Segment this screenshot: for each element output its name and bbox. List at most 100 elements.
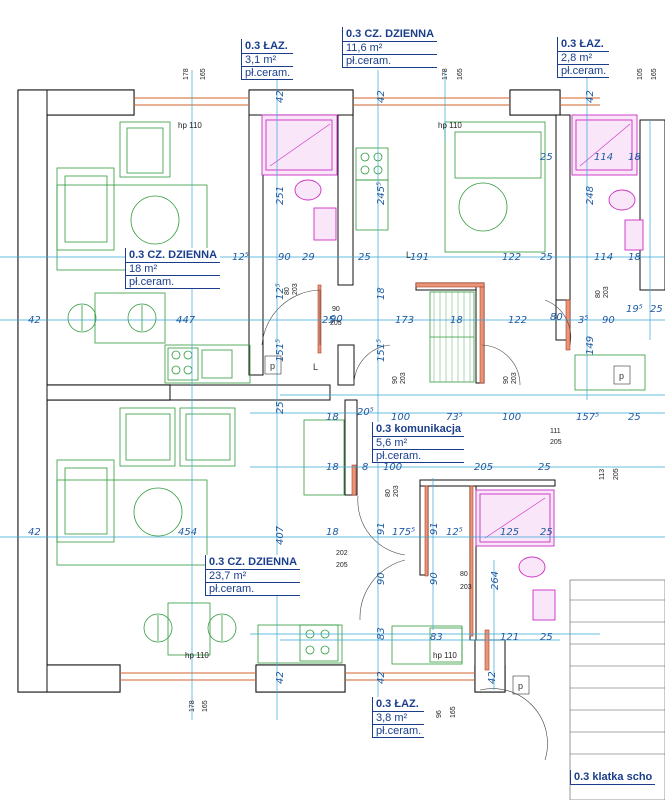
door-dim-205-b: 205 bbox=[550, 439, 562, 446]
room-area: 11,6 m² bbox=[343, 42, 438, 55]
dim-12-b: 12⁵ bbox=[446, 527, 463, 538]
dim-83-a: 83 bbox=[376, 627, 387, 640]
win-205: 205 bbox=[613, 468, 620, 480]
dim-42-top-a: 42 bbox=[275, 90, 286, 103]
dim-8: 8 bbox=[362, 462, 368, 473]
dim-83-b: 83 bbox=[430, 632, 443, 643]
dim-122-a: 122 bbox=[502, 252, 521, 263]
win-96: 96 bbox=[436, 710, 443, 718]
hp-label-4: hp 110 bbox=[433, 651, 457, 660]
dim-454: 454 bbox=[178, 527, 197, 538]
room-area: 2,8 m² bbox=[558, 52, 610, 65]
dim-18-e: 18 bbox=[326, 462, 339, 473]
fixture-p-3: p bbox=[518, 681, 523, 691]
dim-151-a: 151⁵ bbox=[275, 339, 286, 362]
window-dims: 178 165 178 165 105 165 178 165 96 165 1… bbox=[183, 68, 658, 718]
door-dim-80-e: 80 bbox=[385, 489, 392, 497]
door-dim-203-c: 203 bbox=[511, 372, 518, 384]
door-dim-90: 90 bbox=[332, 306, 340, 313]
dim-25-c: 25 bbox=[540, 152, 553, 163]
dim-19: 19⁵ bbox=[626, 304, 643, 315]
win-165-a: 165 bbox=[200, 68, 207, 80]
dim-100-b: 100 bbox=[502, 412, 521, 423]
dim-42-bottom-a: 42 bbox=[275, 671, 286, 684]
dim-157: 157⁵ bbox=[576, 412, 599, 423]
room-label-living-3: 0.3 CZ. DZIENNA 23,7 m² pł.ceram. bbox=[205, 555, 301, 596]
dim-73: 73⁵ bbox=[446, 412, 463, 423]
room-floor: pł.ceram. bbox=[343, 55, 438, 68]
room-area: 3,8 m² bbox=[373, 712, 425, 725]
door-dim-203-d: 203 bbox=[460, 584, 472, 591]
dim-25-a: 25 bbox=[358, 252, 371, 263]
dim-205: 205 bbox=[474, 462, 493, 473]
staircase bbox=[569, 579, 665, 800]
hp-label-1: hp 110 bbox=[178, 121, 202, 130]
dim-125-a: 125 bbox=[500, 527, 519, 538]
room-label-stairwell: 0.3 klatka scho bbox=[570, 770, 656, 785]
dimension-text: 42 447 42 454 42 42 42 42 42 42 251 245⁵… bbox=[28, 90, 663, 684]
fixture-L-2: L bbox=[406, 250, 411, 260]
dim-42-left-bottom: 42 bbox=[28, 527, 41, 538]
hatched-walls bbox=[317, 282, 571, 671]
dim-80: 80 bbox=[550, 312, 563, 323]
dim-18-c: 18 bbox=[450, 315, 463, 326]
dim-90-c: 90 bbox=[376, 572, 387, 585]
room-label-bath-2: 0.3 ŁAZ. 2,8 m² pł.ceram. bbox=[557, 37, 610, 78]
fixture-letters: p p p L L bbox=[264, 250, 631, 695]
win-105: 105 bbox=[637, 68, 644, 80]
door-dims: 80 203 90 205 90 203 90 203 111 205 202 … bbox=[284, 283, 610, 591]
dim-90-d: 90 bbox=[429, 572, 440, 585]
dim-407: 407 bbox=[275, 525, 286, 545]
dim-42-bottom-b: 42 bbox=[376, 671, 387, 684]
dim-90-b: 90 bbox=[602, 315, 615, 326]
dim-114-a: 114 bbox=[594, 252, 613, 263]
room-label-corridor: 0.3 komunikacja 5,6 m² pł.ceram. bbox=[372, 422, 464, 463]
furniture bbox=[56, 121, 646, 665]
win-165-e: 165 bbox=[450, 706, 457, 718]
dim-18-b: 18 bbox=[628, 152, 641, 163]
dim-42-left-top: 42 bbox=[28, 315, 41, 326]
door-dim-90-b: 90 bbox=[392, 376, 399, 384]
door-dim-203: 203 bbox=[292, 283, 299, 295]
dim-90-e: 90 bbox=[330, 314, 343, 325]
room-floor: pł.ceram. bbox=[242, 67, 294, 80]
dim-264: 264 bbox=[490, 571, 501, 590]
win-178-d: 178 bbox=[189, 700, 196, 712]
room-floor: pł.ceram. bbox=[206, 583, 301, 596]
dim-91-a: 91 bbox=[376, 522, 387, 535]
dim-3: 3⁵ bbox=[578, 315, 588, 326]
door-dim-80-f: 80 bbox=[595, 290, 602, 298]
door-dim-80: 80 bbox=[284, 287, 291, 295]
dim-149: 149 bbox=[585, 336, 596, 355]
dim-248: 248 bbox=[585, 186, 596, 205]
dim-175: 175⁵ bbox=[392, 527, 415, 538]
dim-100-a: 100 bbox=[391, 412, 410, 423]
room-label-bath-3: 0.3 ŁAZ. 3,8 m² pł.ceram. bbox=[372, 697, 425, 738]
dim-151-b: 151⁵ bbox=[376, 339, 387, 362]
dim-245: 245⁵ bbox=[376, 182, 387, 205]
dim-25-f: 25 bbox=[628, 412, 641, 423]
win-165-c: 165 bbox=[651, 68, 658, 80]
room-floor: pł.ceram. bbox=[126, 276, 221, 289]
wall-fills bbox=[17, 89, 665, 693]
dim-18-g: 18 bbox=[376, 287, 387, 300]
win-165-d: 165 bbox=[202, 700, 209, 712]
room-floor: pł.ceram. bbox=[558, 65, 610, 78]
dim-25-e: 25 bbox=[650, 304, 663, 315]
door-dim-203-f: 203 bbox=[603, 286, 610, 298]
room-name: 0.3 klatka scho bbox=[571, 770, 656, 785]
hp-label-3: hp 110 bbox=[185, 651, 209, 660]
hp-label-2: hp 110 bbox=[438, 121, 462, 130]
door-dim-111: 111 bbox=[550, 428, 561, 435]
fixture-L-1: L bbox=[313, 362, 318, 372]
dim-25-d: 25 bbox=[322, 315, 335, 326]
dim-90-a: 90 bbox=[278, 252, 291, 263]
dim-25-g: 25 bbox=[538, 462, 551, 473]
dim-42-top-b: 42 bbox=[376, 90, 387, 103]
room-label-bath-1: 0.3 ŁAZ. 3,1 m² pł.ceram. bbox=[241, 39, 294, 80]
room-name: 0.3 ŁAZ. bbox=[558, 37, 610, 52]
dim-42-bottom-c: 42 bbox=[487, 671, 498, 684]
fixture-p-1: p bbox=[270, 361, 275, 371]
room-label-living-1: 0.3 CZ. DZIENNA 11,6 m² pł.ceram. bbox=[342, 27, 438, 68]
room-area: 18 m² bbox=[126, 263, 221, 276]
